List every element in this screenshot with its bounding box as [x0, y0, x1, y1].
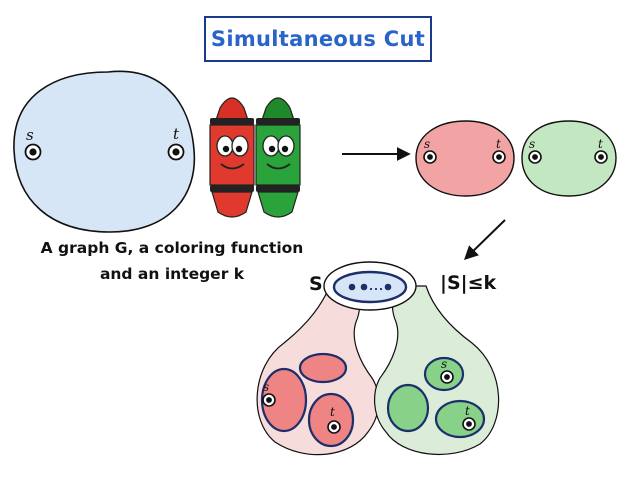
terminal-node-s: s [24, 126, 42, 161]
result-green-label-t: t [465, 404, 470, 418]
red-copy-label-s: s [424, 137, 430, 151]
size-constraint-label: |S|≤k [440, 272, 497, 294]
result-red-label-t: t [330, 405, 335, 419]
red-component-top [298, 352, 348, 384]
green-component-t: t [434, 399, 486, 439]
green-colored-blob [521, 120, 617, 197]
title-box: Simultaneous Cut [204, 16, 432, 62]
terminal-label-s: s [26, 126, 34, 144]
red-colored-graph: s t [415, 120, 515, 197]
separator-set-S [323, 261, 417, 311]
green-crayon-icon [255, 97, 301, 218]
page-title: Simultaneous Cut [210, 27, 426, 51]
caption-line-1: A graph G, a coloring function [40, 239, 304, 257]
green-component-s: s [423, 356, 465, 392]
green-copy-label-s: s [529, 137, 535, 151]
green-colored-graph: s t [521, 120, 617, 197]
green-copy-label-t: t [598, 137, 603, 151]
caption-line-2: and an integer k [99, 265, 245, 283]
result-green-label-s: s [441, 357, 447, 371]
green-component-mid [386, 383, 430, 433]
result-red-label-s: s [263, 380, 269, 394]
down-left-arrow-icon [463, 219, 506, 260]
red-crayon-icon [209, 97, 255, 218]
separator-inner [332, 270, 408, 304]
input-graph: s t [13, 70, 196, 233]
separator-label: S [309, 273, 323, 295]
red-copy-label-t: t [496, 137, 501, 151]
red-component-s: s [260, 367, 308, 433]
red-colored-blob [415, 120, 515, 197]
terminal-label-t: t [173, 125, 180, 143]
ellipsis-dots-icon [348, 283, 392, 291]
terminal-node-t: t [167, 125, 185, 161]
input-graph-blob [13, 70, 196, 233]
red-component-t: t [307, 392, 355, 448]
